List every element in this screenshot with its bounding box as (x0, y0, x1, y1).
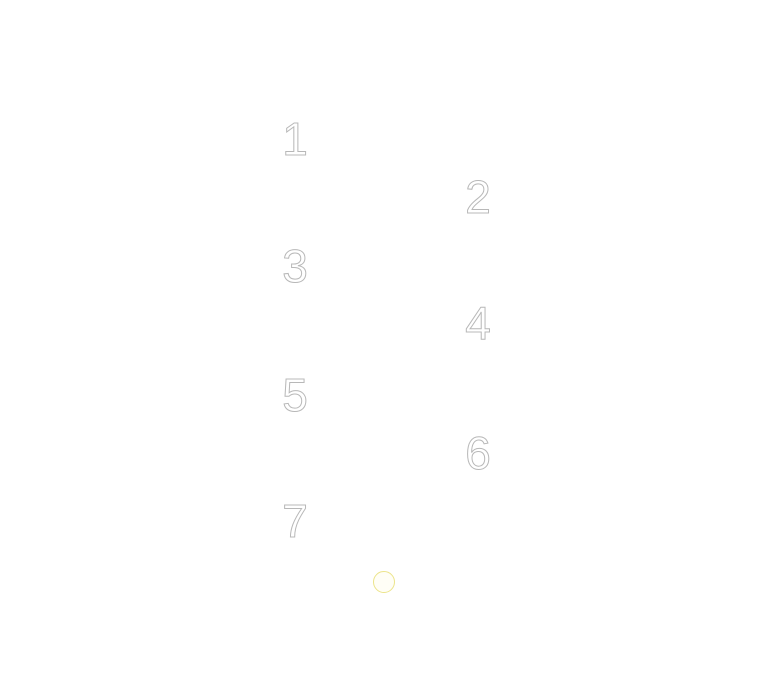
step-number-5: 5 (282, 369, 309, 421)
cursor-ring-indicator[interactable] (373, 571, 395, 593)
step-number-6: 6 (465, 427, 492, 479)
step-number-2: 2 (465, 171, 492, 223)
step-number-1: 1 (282, 113, 309, 165)
step-number-7: 7 (282, 495, 309, 547)
step-number-4: 4 (465, 297, 492, 349)
step-number-3: 3 (282, 240, 309, 292)
